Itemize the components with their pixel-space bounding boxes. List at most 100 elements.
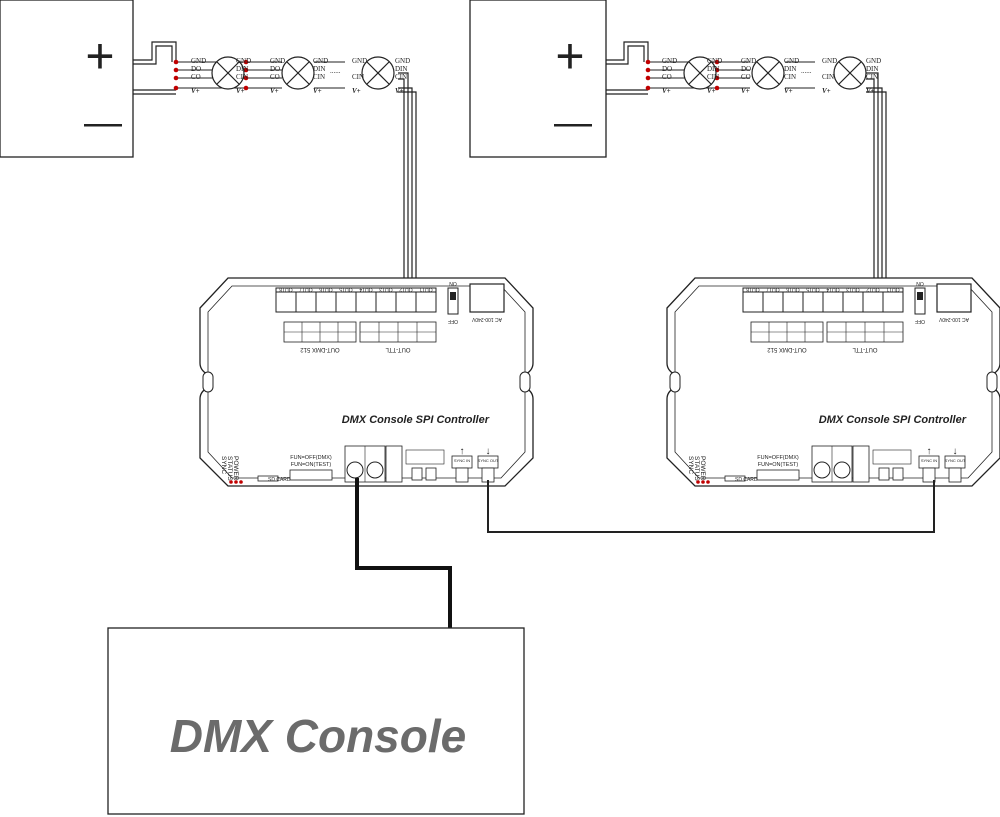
output-label: OUT7 [299, 286, 313, 292]
output-label: OUT8 [279, 286, 293, 292]
pin-label: V+ [236, 87, 245, 95]
pin-label: V+ [191, 87, 200, 95]
pin-label: CIN [784, 73, 796, 81]
controller-title: DMX Console SPI Controller [819, 414, 967, 426]
pin-label: V+ [395, 87, 404, 95]
controller-left-labels: OUT8 OUT7 OUT6 OUT5 OUT4 OUT3 OUT2 OUT1 … [220, 280, 502, 483]
fun-off-label: FUN=OFF(DMX) [290, 455, 332, 461]
pin-label: CIN [352, 73, 364, 81]
pin-label: DIN [395, 65, 407, 73]
pin-label: GND [741, 57, 756, 65]
power-supply-right: + — [469, 0, 607, 158]
minus-sign: — [554, 102, 592, 144]
pin-label: DIN [784, 65, 796, 73]
pin-label: V+ [784, 87, 793, 95]
pin-label: V+ [313, 87, 322, 95]
pin-label: GND [236, 57, 251, 65]
pin-label: GND [822, 57, 837, 65]
minus-sign: — [84, 102, 122, 144]
sync-out-label: SYNC OUT [945, 458, 966, 463]
plus-sign: + [555, 28, 584, 84]
output-label: OUT3 [846, 286, 860, 292]
controller-right [666, 277, 1000, 487]
sync-in-label: SYNC IN [454, 458, 470, 463]
output-label: OUT6 [319, 286, 333, 292]
pin-label: V+ [270, 87, 279, 95]
pin-label: CIN [395, 73, 407, 81]
led-pixel [211, 56, 245, 90]
console-label: DMX Console [170, 710, 466, 762]
off-label: OFF [448, 318, 458, 324]
output-label: OUT1 [419, 286, 433, 292]
pin-label: DO [191, 65, 201, 73]
pin-label: DIN [313, 65, 325, 73]
status-label: SYNC [220, 456, 227, 474]
pin-label: CO [270, 73, 280, 81]
output-label: OUT6 [786, 286, 800, 292]
up-arrow-icon: ↑ [927, 446, 932, 457]
power-supply-box [469, 0, 607, 158]
output-label: OUT2 [399, 286, 413, 292]
pin-label: GND [395, 57, 410, 65]
led-pixel [751, 56, 785, 90]
pin-label: DIN [236, 65, 248, 73]
output-label: OUT7 [766, 286, 780, 292]
controller-title: DMX Console SPI Controller [342, 414, 490, 426]
fun-on-label: FUN=ON(TEST) [291, 462, 332, 468]
pin-label: GND [191, 57, 206, 65]
led-strip-left: GND DO CO V+ GND DIN CIN V+ GND DO CO V+… [173, 56, 417, 285]
power-supply-box [0, 0, 134, 158]
pin-label: V+ [662, 87, 671, 95]
pin-label: CIN [707, 73, 719, 81]
status-label: POWER [699, 456, 706, 481]
ttl-label: OUT-TTL [852, 346, 878, 352]
status-label: SYNC [687, 456, 694, 474]
pin-label: GND [784, 57, 799, 65]
led-pixel [281, 56, 315, 90]
sync-in-label: SYNC IN [921, 458, 937, 463]
ellipsis-dots: ...... [801, 67, 812, 75]
ac-label: AC 100-240V [471, 316, 502, 322]
fun-off-label: FUN=OFF(DMX) [757, 455, 799, 461]
pin-label: DIN [707, 65, 719, 73]
pin-label: V+ [741, 87, 750, 95]
pin-label: GND [270, 57, 285, 65]
down-arrow-icon: ↓ [953, 446, 958, 457]
dmx-console: DMX Console [107, 627, 525, 815]
up-arrow-icon: ↑ [460, 446, 465, 457]
fun-on-label: FUN=ON(TEST) [758, 462, 799, 468]
pin-label: V+ [866, 87, 875, 95]
pin-label: V+ [352, 87, 361, 95]
output-label: OUT8 [746, 286, 760, 292]
power-leads-right [606, 41, 649, 95]
pin-label: CO [191, 73, 201, 81]
pin-label: DO [741, 65, 751, 73]
status-label: STATUS [693, 456, 700, 481]
sync-cable [487, 480, 935, 533]
output-label: OUT1 [886, 286, 900, 292]
pin-label: CIN [822, 73, 834, 81]
power-leads-left [133, 41, 177, 95]
pin-label: CIN [313, 73, 325, 81]
pin-label: CIN [866, 73, 878, 81]
pin-label: V+ [822, 87, 831, 95]
pin-label: GND [707, 57, 722, 65]
pin-label: CIN [236, 73, 248, 81]
led-strip-right: GND DO CO V+ GND DIN CIN V+ GND DO CO V+… [645, 56, 887, 285]
dmx512-label: OUT-DMX 512 [767, 346, 807, 352]
sync-out-label: SYNC OUT [478, 458, 499, 463]
led-pixel [683, 56, 717, 90]
pin-label: DO [662, 65, 672, 73]
console-box [107, 627, 525, 815]
dmx512-label: OUT-DMX 512 [300, 346, 340, 352]
ac-label: AC 100-240V [938, 316, 969, 322]
controller-left [199, 277, 534, 487]
ellipsis-dots: ...... [330, 67, 341, 75]
plus-sign: + [85, 28, 114, 84]
output-label: OUT4 [359, 286, 373, 292]
output-label: OUT5 [339, 286, 353, 292]
pin-label: GND [866, 57, 881, 65]
sd-card-label: SD CARD [735, 477, 758, 483]
output-label: OUT4 [826, 286, 840, 292]
